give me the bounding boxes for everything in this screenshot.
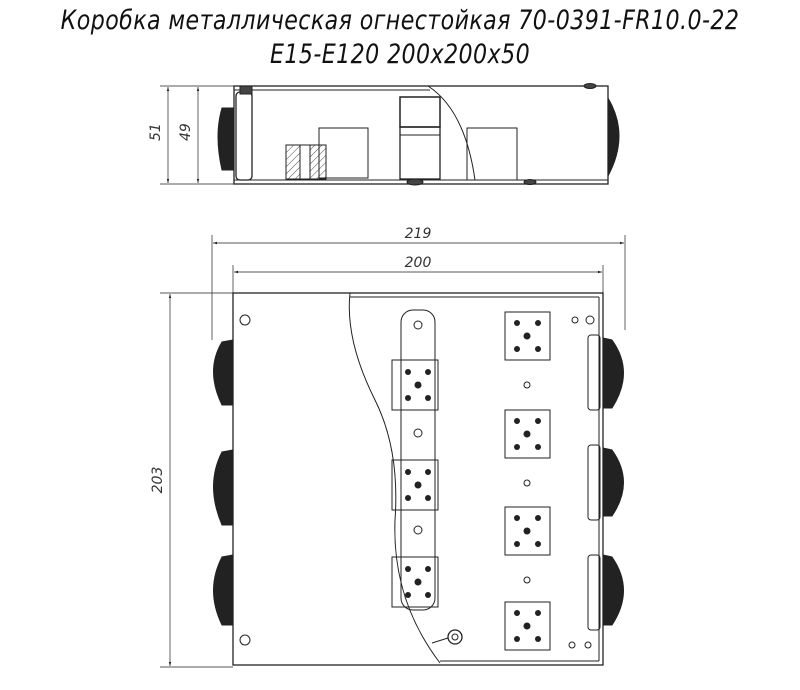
dimension-203: 203 xyxy=(150,467,166,494)
ground-screw xyxy=(431,629,463,645)
top-view xyxy=(213,292,624,666)
side-dimensions xyxy=(160,85,234,185)
top-dimensions xyxy=(160,235,626,668)
drawing-title-line2: E15-E120 200x200x50 xyxy=(269,39,531,70)
right-terminals xyxy=(504,311,551,651)
terminal-screws xyxy=(405,320,541,642)
dimension-200: 200 xyxy=(405,255,432,271)
cable-glands xyxy=(213,337,624,626)
dimension-49: 49 xyxy=(178,123,194,141)
busbar-terminals xyxy=(391,359,439,608)
dimension-51: 51 xyxy=(148,123,164,141)
drawing-title-line1: Коробка металлическая огнестойкая 70-039… xyxy=(60,5,740,36)
dimension-219: 219 xyxy=(405,226,432,242)
side-view xyxy=(217,83,620,186)
